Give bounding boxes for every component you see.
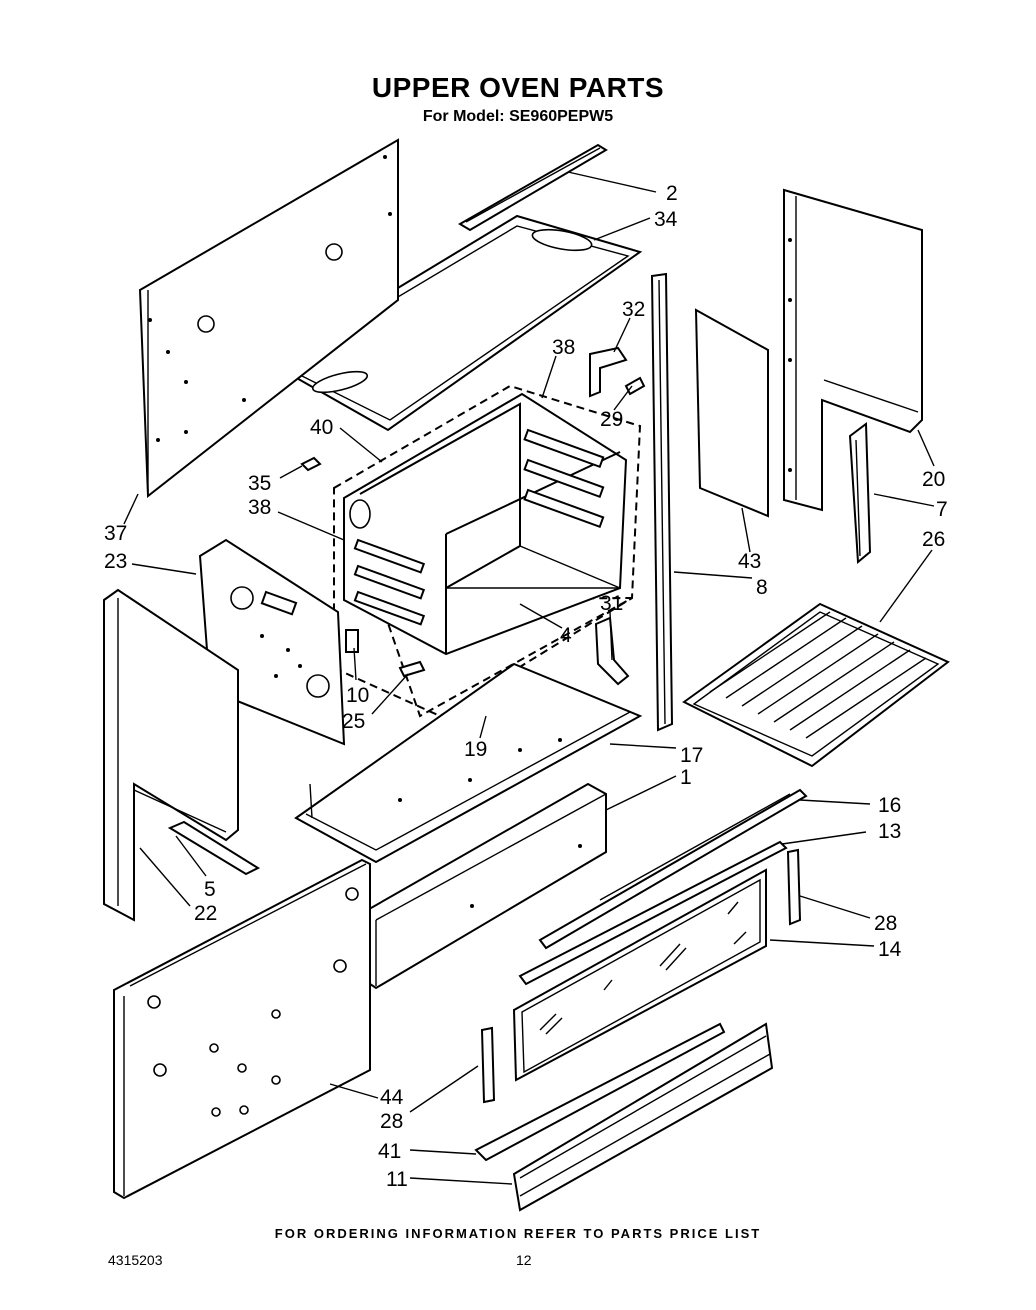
part-4-oven-liner bbox=[343, 392, 628, 656]
part-16-door-strip bbox=[538, 788, 808, 950]
callout-37: 37 bbox=[104, 522, 127, 545]
callout-23: 23 bbox=[104, 550, 127, 573]
part-34-top-panel bbox=[270, 214, 643, 432]
callout-5: 5 bbox=[204, 878, 216, 901]
part-35-clip bbox=[300, 456, 322, 472]
part-8-vertical-strip bbox=[650, 272, 674, 732]
part-40-insulation-envelope bbox=[333, 384, 642, 718]
part-25-sensor bbox=[398, 660, 426, 678]
leader-lines bbox=[123, 171, 935, 1185]
part-26-oven-rack bbox=[682, 602, 950, 768]
part-11-door-channel bbox=[512, 1022, 774, 1212]
part-10-switch bbox=[345, 629, 359, 653]
callout-26: 26 bbox=[922, 528, 945, 551]
part-13-door-strip bbox=[518, 840, 788, 986]
part-2-top-strip bbox=[458, 143, 608, 232]
callout-44: 44 bbox=[380, 1086, 404, 1109]
callout-17: 17 bbox=[680, 744, 703, 767]
part-7-bracket bbox=[848, 422, 872, 565]
document-number: 4315203 bbox=[108, 1252, 163, 1268]
callout-11: 11 bbox=[386, 1168, 408, 1191]
callout-34: 34 bbox=[654, 208, 678, 231]
callout-41: 41 bbox=[378, 1140, 401, 1163]
part-28-trim-left bbox=[480, 1026, 496, 1104]
callout-19: 19 bbox=[464, 738, 487, 761]
callout-32: 32 bbox=[622, 298, 645, 321]
part-44-front-panel bbox=[113, 858, 371, 1200]
part-29-clip bbox=[624, 376, 646, 396]
callout-16: 16 bbox=[878, 794, 901, 817]
callout-28-right: 28 bbox=[874, 912, 897, 935]
part-17-oven-bottom bbox=[294, 662, 643, 864]
callout-38-top: 38 bbox=[552, 336, 575, 359]
callout-25: 25 bbox=[342, 710, 365, 733]
callout-20: 20 bbox=[922, 468, 945, 491]
callout-1: 1 bbox=[680, 766, 692, 789]
callout-35: 35 bbox=[248, 472, 271, 495]
callout-43: 43 bbox=[738, 550, 761, 573]
ordering-note: FOR ORDERING INFORMATION REFER TO PARTS … bbox=[274, 1226, 762, 1241]
callout-40: 40 bbox=[310, 416, 333, 439]
callout-4: 4 bbox=[560, 624, 572, 647]
part-5-bracket bbox=[167, 820, 261, 876]
part-37-rear-panel bbox=[138, 138, 399, 498]
part-43-insulation bbox=[694, 308, 769, 518]
part-32-bracket bbox=[589, 346, 628, 398]
part-41-door-strip bbox=[474, 1022, 726, 1162]
callout-14: 14 bbox=[878, 938, 902, 961]
callout-22: 22 bbox=[194, 902, 217, 925]
callout-29: 29 bbox=[600, 408, 623, 431]
page-title: UPPER OVEN PARTS bbox=[371, 72, 665, 103]
callout-2: 2 bbox=[666, 182, 678, 205]
part-14-door-glass bbox=[512, 868, 767, 1082]
callout-38-left: 38 bbox=[248, 496, 271, 519]
callout-13: 13 bbox=[878, 820, 901, 843]
part-20-side-panel bbox=[783, 188, 923, 512]
callout-7: 7 bbox=[936, 498, 948, 521]
callout-8: 8 bbox=[756, 576, 768, 599]
part-22-side-panel bbox=[103, 588, 239, 922]
callout-10: 10 bbox=[346, 684, 369, 707]
page-number: 12 bbox=[516, 1252, 532, 1268]
model-subtitle: For Model: SE960PEPW5 bbox=[422, 108, 614, 125]
callout-28-left: 28 bbox=[380, 1110, 403, 1133]
part-28-trim-right bbox=[786, 848, 802, 926]
callout-31: 31 bbox=[600, 592, 623, 615]
